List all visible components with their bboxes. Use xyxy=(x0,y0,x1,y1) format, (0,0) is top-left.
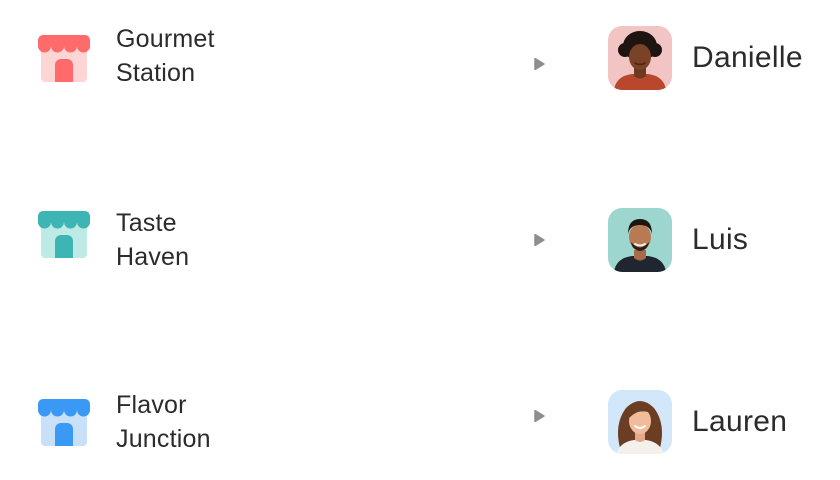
avatar xyxy=(608,208,672,272)
person-name: Luis xyxy=(692,223,749,256)
arrow-right-icon xyxy=(302,232,547,248)
person-name: Danielle xyxy=(692,41,803,74)
storefront-icon xyxy=(37,34,91,84)
assignment-row: Taste Haven Luis xyxy=(0,190,840,290)
store-name-line: Station xyxy=(116,59,196,87)
store-name: Taste Haven xyxy=(116,206,296,274)
store-name-line: Flavor xyxy=(116,391,187,419)
storefront-icon xyxy=(37,398,91,448)
arrow-right-icon xyxy=(302,408,547,424)
store-name: Gourmet Station xyxy=(116,22,296,90)
arrow-right-icon xyxy=(302,56,547,72)
avatar xyxy=(608,26,672,90)
store-name-line: Gourmet xyxy=(116,25,215,53)
store-name: Flavor Junction xyxy=(116,388,296,456)
store-name-line: Haven xyxy=(116,243,190,271)
person-name: Lauren xyxy=(692,405,788,438)
avatar xyxy=(608,390,672,454)
store-name-line: Taste xyxy=(116,209,177,237)
storefront-icon xyxy=(37,210,91,260)
assignment-row: Gourmet Station Danielle xyxy=(0,14,840,114)
store-name-line: Junction xyxy=(116,425,211,453)
assignment-row: Flavor Junction Lauren xyxy=(0,366,840,466)
